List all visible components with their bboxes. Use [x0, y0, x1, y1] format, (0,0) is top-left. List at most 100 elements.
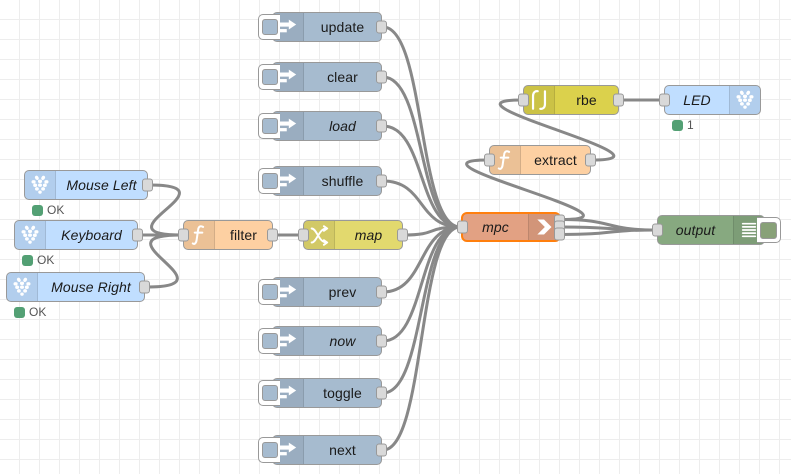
node-keyboard[interactable]: Keyboard [14, 220, 143, 250]
node-label: Keyboard [61, 227, 122, 243]
wire-mpc-to-output[interactable] [560, 225, 658, 232]
wire-update-to-mpc[interactable] [381, 25, 462, 229]
output-port-0[interactable] [376, 285, 387, 299]
raspberry-pi-icon [25, 171, 56, 199]
node-label: toggle [323, 385, 362, 401]
node-label: Mouse Right [51, 279, 131, 295]
node-label: filter [229, 227, 258, 243]
node-load[interactable]: load [258, 111, 387, 141]
status-text: OK [29, 305, 47, 319]
shuffle-arrows-icon [304, 221, 335, 249]
wire-clear-to-mpc[interactable] [381, 75, 462, 229]
output-port-0[interactable] [376, 20, 387, 34]
inject-trigger-button[interactable] [258, 14, 280, 40]
node-status-keyboard: OK [22, 253, 54, 267]
status-dot [14, 306, 25, 318]
output-port-0[interactable] [376, 443, 387, 457]
raspberry-pi-icon [15, 221, 46, 249]
node-label: extract [534, 152, 577, 168]
output-port-2[interactable] [554, 227, 565, 240]
node-mouse-left[interactable]: Mouse Left [24, 170, 153, 200]
node-label: prev [328, 284, 357, 300]
inject-trigger-button[interactable] [258, 437, 280, 463]
status-dot [32, 204, 43, 216]
node-label: output [675, 222, 716, 238]
wire-mpc-to-output[interactable] [560, 218, 658, 232]
output-port-0[interactable] [376, 174, 387, 188]
output-port-0[interactable] [142, 178, 153, 192]
node-mpc[interactable]: mpc [457, 212, 565, 242]
output-port-0[interactable] [585, 153, 596, 167]
node-next[interactable]: next [258, 435, 387, 465]
input-port[interactable] [298, 228, 309, 242]
input-port[interactable] [457, 220, 468, 234]
output-port-0[interactable] [376, 70, 387, 84]
status-text: 1 [687, 118, 694, 132]
wire-mouse-right-to-filter[interactable] [144, 233, 184, 289]
wire-mpc-to-output[interactable] [560, 228, 658, 236]
input-port[interactable] [484, 153, 495, 167]
inject-trigger-button[interactable] [258, 168, 280, 194]
node-update[interactable]: update [258, 12, 387, 42]
node-label: mpc [482, 219, 509, 235]
output-port-0[interactable] [397, 228, 408, 242]
function-f-icon [490, 146, 521, 174]
node-label: update [320, 19, 365, 35]
node-shuffle[interactable]: shuffle [258, 166, 387, 196]
node-label: Mouse Left [66, 177, 137, 193]
node-label: clear [327, 69, 358, 85]
inject-trigger-button[interactable] [258, 113, 280, 139]
input-port[interactable] [659, 93, 670, 107]
node-map[interactable]: map [298, 220, 408, 250]
wire-map-to-mpc[interactable] [402, 225, 462, 237]
output-port-0[interactable] [132, 228, 143, 242]
raspberry-pi-icon [7, 273, 38, 301]
node-now[interactable]: now [258, 326, 387, 356]
status-text: OK [37, 253, 55, 267]
node-filter[interactable]: filter [178, 220, 278, 250]
node-label: rbe [576, 92, 597, 108]
status-dot [22, 254, 33, 266]
input-port[interactable] [178, 228, 189, 242]
raspberry-pi-icon [729, 86, 760, 114]
step-function-icon [524, 86, 555, 114]
node-extract[interactable]: extract [484, 145, 596, 175]
node-output[interactable]: output [652, 215, 781, 245]
wire-toggle-to-mpc[interactable] [381, 225, 462, 395]
inject-trigger-button[interactable] [258, 380, 280, 406]
node-status-led: 1 [672, 118, 694, 132]
output-port-0[interactable] [376, 386, 387, 400]
output-port-0[interactable] [376, 119, 387, 133]
play-arrow-icon [528, 214, 559, 240]
output-port-0[interactable] [376, 334, 387, 348]
output-port-0[interactable] [267, 228, 278, 242]
wire-mouse-left-to-filter[interactable] [147, 183, 184, 237]
output-port-0[interactable] [613, 93, 624, 107]
wire-load-to-mpc[interactable] [381, 124, 462, 229]
inject-trigger-button[interactable] [258, 64, 280, 90]
node-rbe[interactable]: rbe [518, 85, 624, 115]
node-status-mouse-right: OK [14, 305, 46, 319]
node-mouse-right[interactable]: Mouse Right [6, 272, 150, 302]
inject-trigger-button[interactable] [258, 279, 280, 305]
node-label: LED [683, 92, 711, 108]
node-prev[interactable]: prev [258, 277, 387, 307]
node-label: now [329, 333, 356, 349]
node-led[interactable]: LED [659, 85, 761, 115]
node-label: shuffle [321, 173, 364, 189]
output-port-0[interactable] [139, 280, 150, 294]
status-text: OK [47, 203, 65, 217]
node-label: map [354, 227, 383, 243]
node-label: load [329, 118, 356, 134]
input-port[interactable] [518, 93, 529, 107]
status-dot [672, 119, 683, 131]
node-status-mouse-left: OK [32, 203, 64, 217]
node-toggle[interactable]: toggle [258, 378, 387, 408]
debug-toggle-button[interactable] [757, 217, 781, 243]
node-clear[interactable]: clear [258, 62, 387, 92]
function-f-icon [184, 221, 215, 249]
input-port[interactable] [652, 223, 663, 237]
wire-next-to-mpc[interactable] [381, 225, 462, 452]
inject-trigger-button[interactable] [258, 328, 280, 354]
